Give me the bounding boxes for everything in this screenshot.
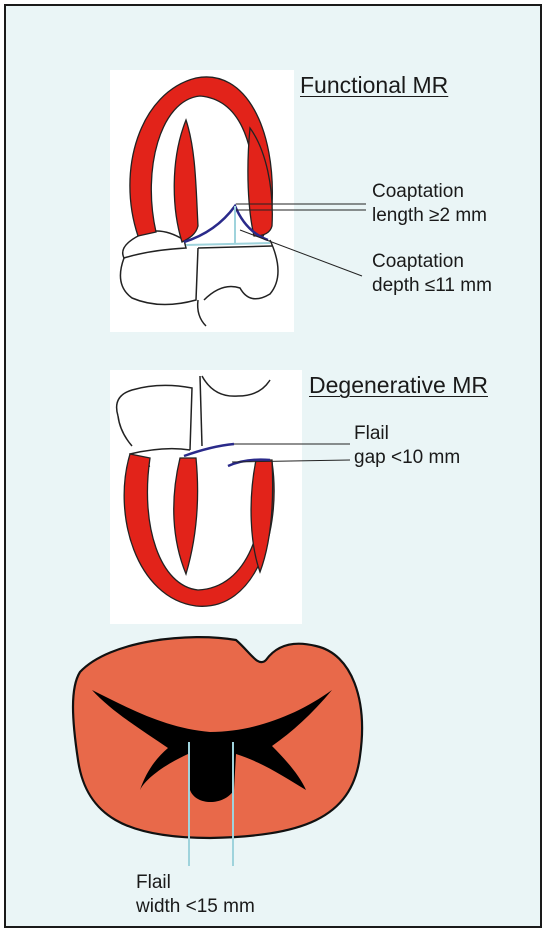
flail-gap-line-2: gap <10 mm [354, 447, 461, 468]
flail-gap-line-1: Flail [354, 423, 389, 444]
annulus-line [185, 242, 271, 246]
coaptation-depth-line-1: Coaptation [372, 251, 464, 272]
functional-septum [173, 118, 199, 243]
coaptation-length-label: Coaptation length ≥2 mm [372, 180, 487, 228]
flail-anterior-leaflet [183, 442, 235, 458]
coaptation-depth-label: Coaptation depth ≤11 mm [372, 250, 492, 298]
short-axis-valve [71, 636, 364, 866]
coaptation-length-line-2: length ≥2 mm [372, 205, 487, 226]
functional-heart [119, 76, 279, 327]
coaptation-depth-line-2: depth ≤11 mm [372, 275, 492, 296]
degenerative-callouts [231, 443, 351, 463]
degenerative-heart [115, 375, 275, 607]
flail-width-label: Flail width <15 mm [136, 871, 255, 919]
posterior-leaflet [227, 458, 271, 468]
degenerative-septum [173, 457, 199, 576]
valve-orifice [92, 690, 332, 802]
functional-mr-title: Functional MR [300, 72, 449, 98]
functional-lateral-wall [247, 126, 273, 237]
coaptation-length-line-1: Coaptation [372, 181, 464, 202]
flail-gap-label: Flail gap <10 mm [354, 422, 460, 470]
degenerative-mr-title: Degenerative MR [309, 372, 488, 398]
degenerative-lateral-wall [250, 459, 274, 574]
functional-callouts [236, 203, 366, 277]
flail-width-line-2: width <15 mm [136, 896, 255, 917]
flail-width-line-1: Flail [136, 872, 171, 893]
functional-atrium-outline [119, 230, 279, 327]
